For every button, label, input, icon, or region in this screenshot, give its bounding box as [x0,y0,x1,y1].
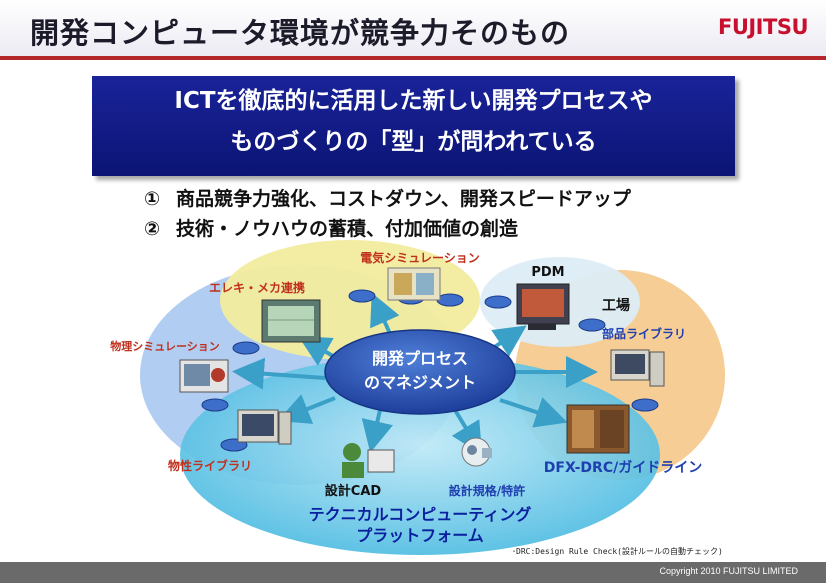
banner-line-1: ICTを徹底的に活用した新しい開発プロセスや [174,88,653,114]
point-2: ② 技術・ノウハウの蓄積、付加価値の創造 [144,214,631,244]
center-label-line2: のマネジメント [364,373,476,392]
node-disk [232,341,260,355]
physics-sim-icon [179,359,229,393]
label-platform-line1: テクニカルコンピューティング [309,505,532,524]
label-platform-line2: プラットフォーム [356,526,484,545]
node-disk [201,398,229,412]
title-bar [0,0,826,56]
label-factory: 工場 [602,297,630,314]
center-ellipse [324,329,516,415]
label-dfx: DFX-DRC/ガイドライン [544,460,702,476]
dfx-factory-icon [566,404,630,454]
point-1-text: 商品競争力強化、コストダウン、開発スピードアップ [176,188,631,210]
node-disk [578,318,606,332]
label-physics-sim: 物理シミュレーション [110,339,220,353]
label-design-rules: 設計規格/特許 [449,483,525,498]
thumbnails [179,267,665,478]
key-points: ① 商品競争力強化、コストダウン、開発スピードアップ ② 技術・ノウハウの蓄積、付加… [144,184,631,244]
point-2-text: 技術・ノウハウの蓄積、付加価値の創造 [176,218,519,240]
arrow-to-dfx [499,397,568,428]
material-pc-icon [237,409,292,445]
label-denki-sim: 電気シミュレーション [360,250,480,265]
center-label-line1: 開発プロセス [372,349,468,368]
arrow-to-material [277,394,336,424]
footer-bar: Copyright 2010 FUJITSU LIMITED [0,562,826,583]
arrow-to-cad [361,409,393,453]
point-2-number: ② [144,218,161,240]
title-divider [0,56,826,60]
node-disk [348,289,376,303]
point-1: ① 商品競争力強化、コストダウン、開発スピードアップ [144,184,631,214]
node-disk [631,398,659,412]
point-1-number: ① [144,188,161,210]
copyright-text: Copyright 2010 FUJITSU LIMITED [659,566,798,576]
label-elec-mech: エレキ・メカ連携 [209,280,305,295]
label-pdm: PDM [531,265,564,280]
label-material-lib: 物性ライブラリ [168,458,252,473]
cad-users-icon [342,443,395,478]
slide-title: 開発コンピュータ環境が競争力そのもの [30,16,571,50]
fujitsu-logo: FUJITSU [717,15,809,39]
banner-line-2: ものづくりの「型」が問われている [230,129,597,155]
node-disk [484,295,512,309]
node-disk [436,293,464,307]
arrow-to-physics [232,357,326,390]
denki-simulation-icon [387,267,441,301]
headline-banner: ICTを徹底的に活用した新しい開発プロセスや ものづくりの「型」が問われている [92,76,735,176]
drc-footnote: ･DRC:Design Rule Check(設計ルールの自動チェック) [512,547,723,556]
rules-engineer-icon [461,437,492,467]
label-parts-lib: 部品ライブラリ [602,326,686,341]
elec-mech-screen-icon [261,299,321,343]
label-design-cad: 設計CAD [325,483,382,499]
parts-pc-icon [610,349,665,387]
pdm-monitor-icon [516,283,570,330]
